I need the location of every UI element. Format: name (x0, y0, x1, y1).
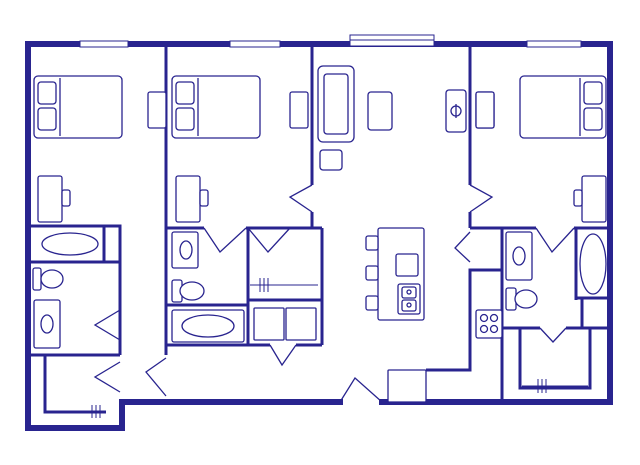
desk-icon (175, 175, 201, 223)
bathroom-1 (32, 232, 99, 349)
stove-icon (475, 309, 503, 339)
chair-icon (573, 189, 583, 207)
toilet-icon (505, 287, 538, 311)
bathtub-icon (579, 233, 607, 295)
closet-3 (522, 379, 588, 393)
bathtub-icon (171, 309, 245, 343)
entry-door (339, 377, 383, 403)
interior-walls (28, 44, 610, 414)
nightstand-icon (475, 91, 495, 129)
door (203, 227, 247, 253)
chair-icon (199, 189, 209, 207)
windows (79, 34, 582, 48)
chair-icon (61, 189, 71, 207)
vanity-icon (505, 231, 533, 281)
bedroom-2 (171, 75, 309, 223)
living-room (317, 65, 495, 171)
washer-icon (253, 307, 285, 341)
bed-icon (519, 75, 607, 139)
laundry (253, 307, 317, 341)
nightstand-icon (147, 91, 167, 129)
door (535, 227, 575, 254)
window (79, 40, 129, 48)
door (469, 184, 494, 213)
door (93, 361, 121, 393)
door (269, 344, 297, 367)
vanity-icon (171, 231, 199, 269)
side-table-icon (445, 89, 467, 133)
desk-icon (581, 175, 607, 223)
door (93, 309, 121, 341)
closet-rod-icon (250, 278, 318, 292)
bed-icon (171, 75, 261, 139)
kitchen (365, 227, 503, 403)
sofa-icon (317, 65, 355, 143)
exterior-walls (25, 41, 613, 431)
door (539, 327, 567, 343)
bathroom-3 (505, 231, 607, 311)
dryer-icon (285, 307, 317, 341)
coffee-table-icon (367, 91, 393, 131)
bed-icon (33, 75, 123, 139)
desk-icon (37, 175, 63, 223)
closet-rod-icon (48, 405, 106, 418)
closet-rod-icon (522, 379, 588, 393)
door (145, 357, 167, 397)
bedroom-3 (475, 75, 607, 223)
doors (93, 184, 575, 403)
closet-1 (48, 405, 106, 418)
door (454, 231, 471, 263)
door (247, 227, 291, 253)
refrigerator-icon (387, 369, 427, 403)
stool-icon (365, 235, 379, 311)
bedroom-1 (33, 75, 167, 223)
bathtub-icon (41, 232, 99, 256)
toilet-icon (171, 279, 205, 303)
closet-2 (250, 278, 318, 292)
nightstand-icon (289, 91, 309, 129)
door (288, 184, 313, 213)
cooktop-icon (395, 253, 419, 277)
toilet-icon (32, 267, 64, 291)
window (526, 40, 582, 48)
sink-icon (397, 283, 421, 315)
vanity-icon (33, 299, 61, 349)
window (229, 40, 281, 48)
ottoman-icon (319, 149, 343, 171)
bathroom-2 (171, 231, 245, 343)
